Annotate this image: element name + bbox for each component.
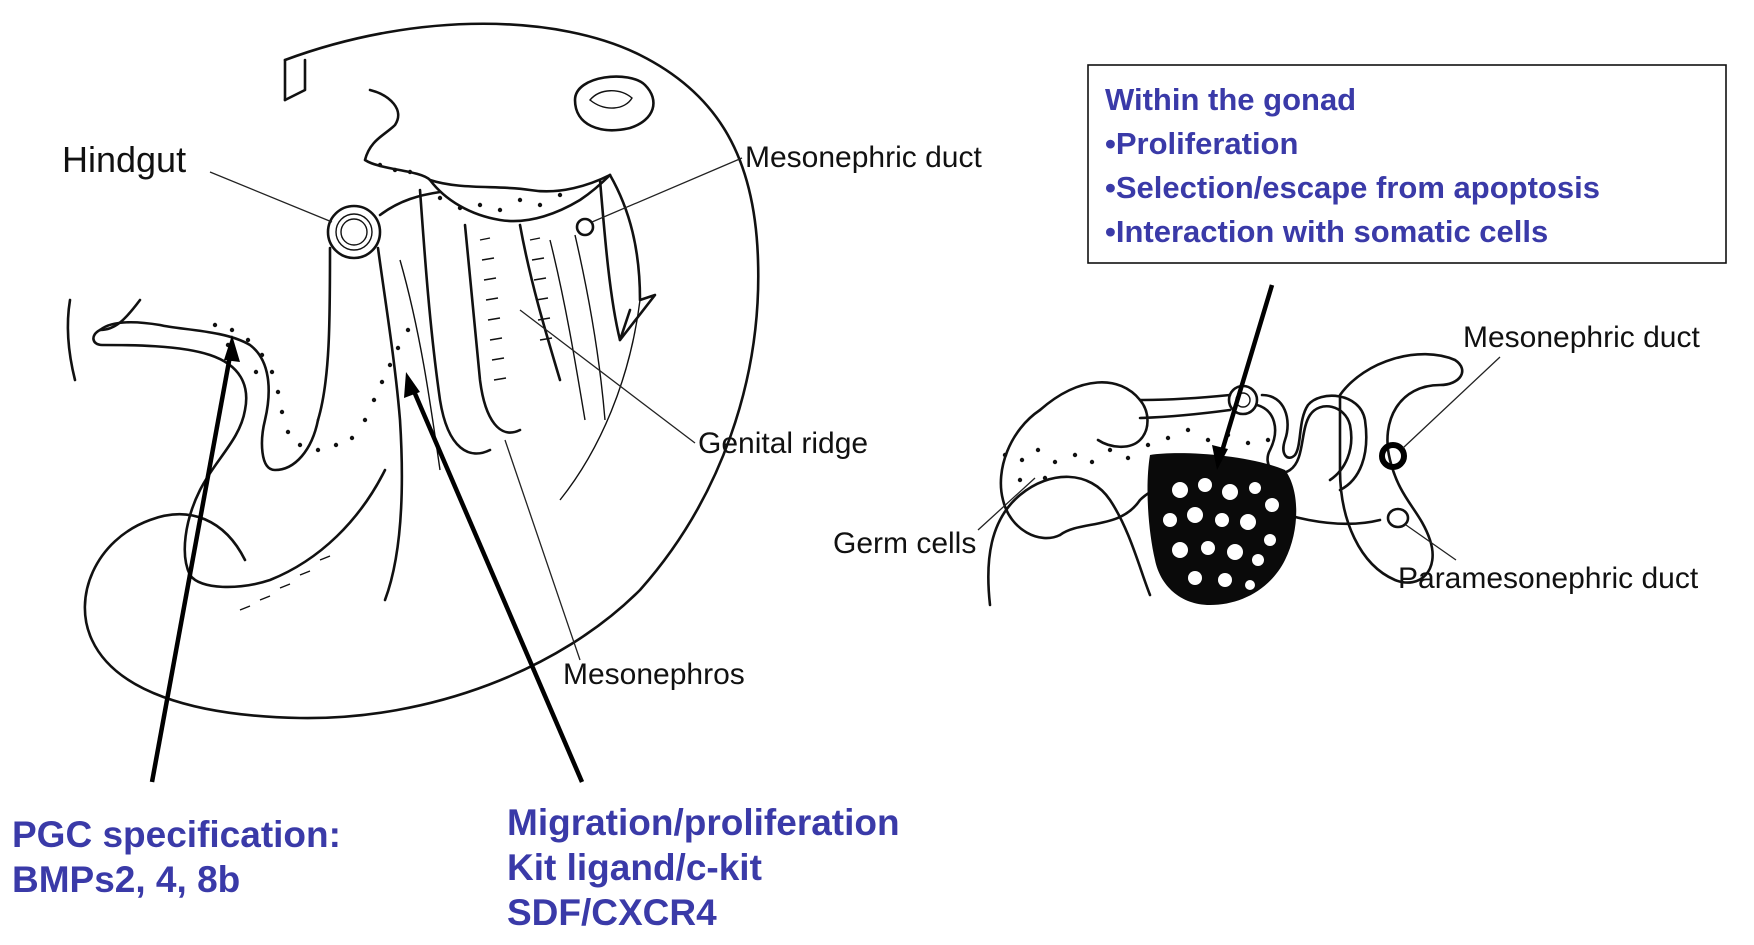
hindgut-leader bbox=[210, 172, 332, 222]
pgc-arrow bbox=[152, 345, 232, 782]
mesonephric-duct-leader-right bbox=[1403, 357, 1500, 448]
mesonephros-label: Mesonephros bbox=[563, 658, 745, 691]
gonad-arrow bbox=[1220, 285, 1272, 458]
germ-cells-label: Germ cells bbox=[833, 527, 976, 560]
migration-line3: SDF/CXCR4 bbox=[507, 892, 717, 933]
gonad-callout-item-proliferation: •Proliferation bbox=[1105, 126, 1298, 161]
pgc-line1: PGC specification: bbox=[12, 814, 341, 855]
mesonephric-duct-leader-left bbox=[592, 158, 742, 222]
gonad-drawing bbox=[988, 354, 1462, 605]
mesonephric-duct-label-right: Mesonephric duct bbox=[1463, 321, 1700, 354]
migration-line1: Migration/proliferation bbox=[507, 802, 900, 843]
genital-ridge-label: Genital ridge bbox=[698, 427, 868, 460]
migration-callout: Migration/proliferation Kit ligand/c-kit… bbox=[507, 802, 900, 933]
pgc-callout: PGC specification: BMPs2, 4, 8b bbox=[12, 814, 341, 900]
gonad-callout-item-interaction: •Interaction with somatic cells bbox=[1105, 214, 1548, 249]
mesonephric-duct-label-left: Mesonephric duct bbox=[745, 141, 982, 174]
migration-arrow bbox=[410, 382, 582, 782]
germ-cells-leader bbox=[978, 478, 1035, 530]
mesonephric-duct-circle bbox=[1382, 445, 1404, 467]
embryo-drawing bbox=[68, 24, 758, 718]
paramesonephric-duct-leader bbox=[1406, 525, 1456, 560]
gonad-callout-title: Within the gonad bbox=[1105, 82, 1356, 117]
paramesonephric-duct-label: Paramesonephric duct bbox=[1398, 562, 1699, 595]
hindgut-label: Hindgut bbox=[62, 139, 186, 180]
genital-ridge-leader bbox=[520, 310, 695, 443]
pgc-line2: BMPs2, 4, 8b bbox=[12, 859, 240, 900]
migration-line2: Kit ligand/c-kit bbox=[507, 847, 762, 888]
gonad-callout-item-selection: •Selection/escape from apoptosis bbox=[1105, 170, 1600, 205]
paramesonephric-duct-circle bbox=[1388, 509, 1408, 527]
